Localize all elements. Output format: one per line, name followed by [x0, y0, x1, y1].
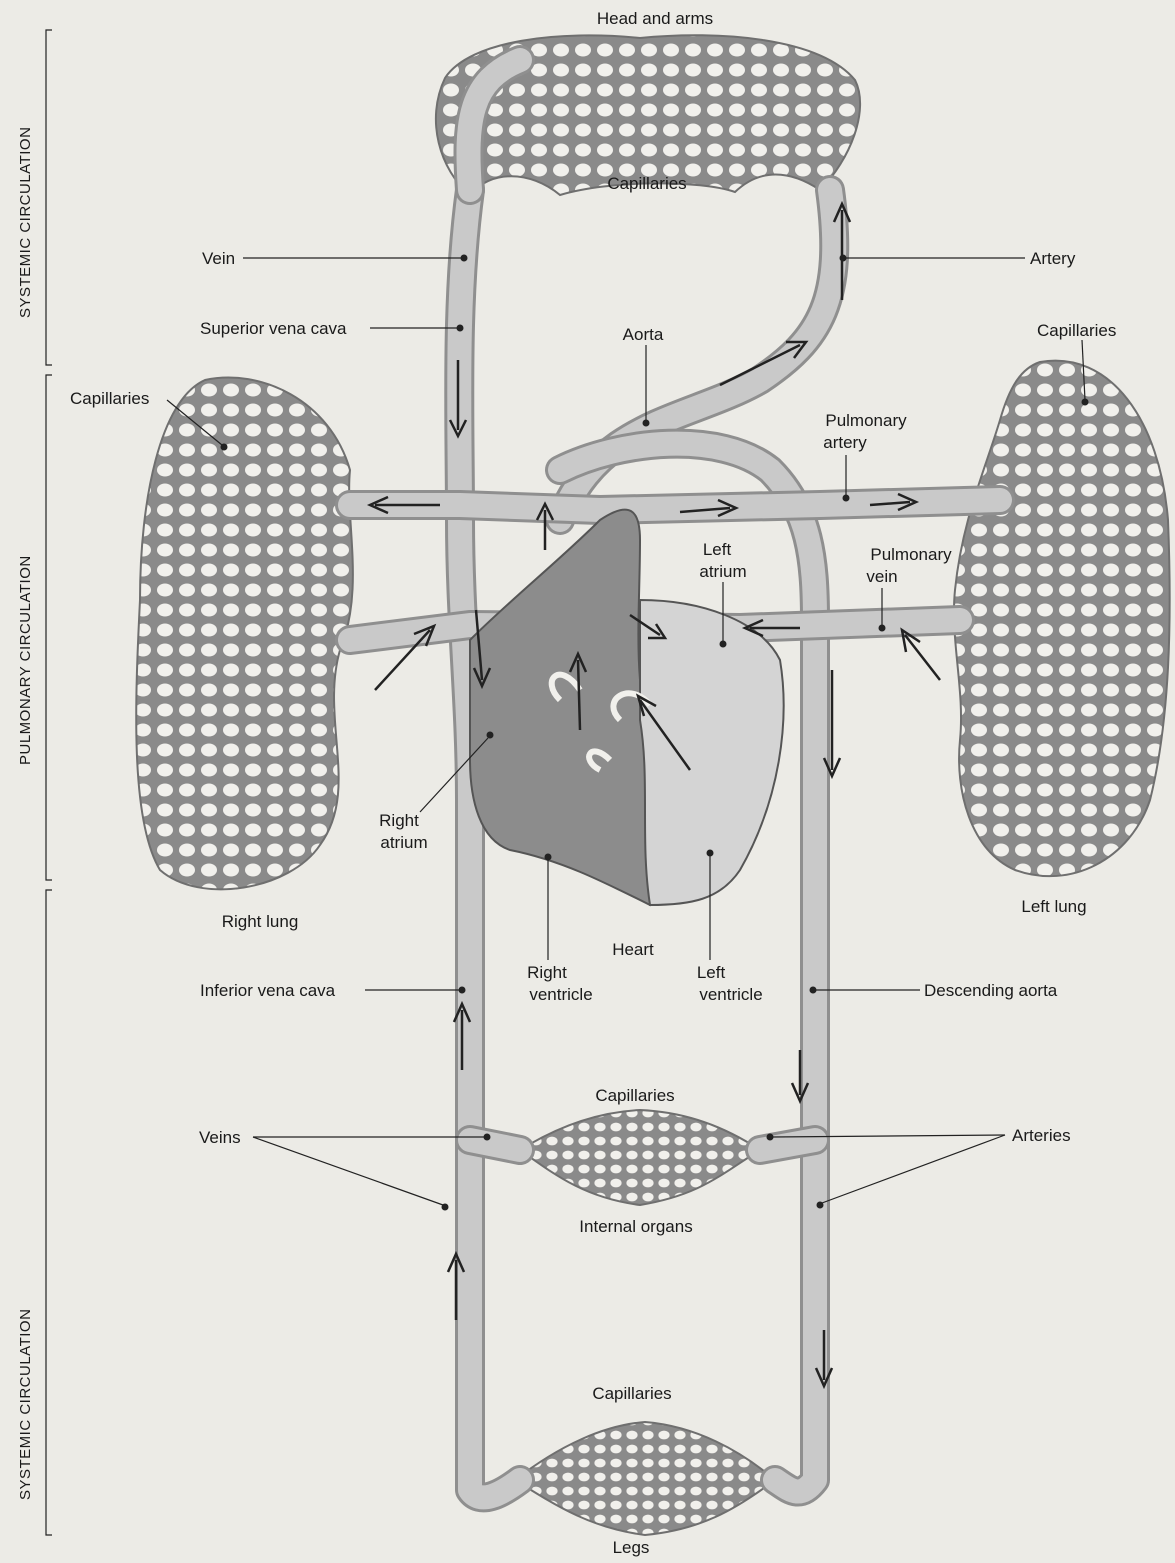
label-capillaries-legs: Capillaries: [592, 1384, 671, 1403]
label-capillaries-left-lung: Capillaries: [1037, 321, 1116, 340]
label-heart: Heart: [612, 940, 654, 959]
side-label-systemic-bottom: SYSTEMIC CIRCULATION: [17, 1309, 34, 1500]
label-capillaries-internal: Capillaries: [595, 1086, 674, 1105]
label-head-and-arms: Head and arms: [597, 9, 713, 28]
side-label-systemic-top: SYSTEMIC CIRCULATION: [17, 127, 34, 318]
label-veins: Veins: [199, 1128, 241, 1147]
side-brackets: [46, 30, 52, 1535]
label-pulmonary-artery-1: Pulmonary: [825, 411, 907, 430]
label-aorta: Aorta: [623, 325, 664, 344]
label-right-atrium-2: atrium: [380, 833, 427, 852]
right-heart: [470, 510, 669, 905]
right-lung-capillary-bed: [136, 378, 353, 890]
arrow-left-lung-out: [902, 630, 940, 680]
label-descending-aorta: Descending aorta: [924, 981, 1058, 1000]
side-label-pulmonary: PULMONARY CIRCULATION: [17, 555, 34, 765]
left-lung-capillary-bed: [954, 361, 1170, 877]
label-right-ventricle-1: Right: [527, 963, 567, 982]
label-right-lung: Right lung: [222, 912, 299, 931]
label-pulmonary-vein-1: Pulmonary: [870, 545, 952, 564]
label-left-lung: Left lung: [1021, 897, 1086, 916]
label-left-atrium-1: Left: [703, 540, 732, 559]
label-pulmonary-artery-2: artery: [823, 433, 867, 452]
label-capillaries-right-lung: Capillaries: [70, 389, 149, 408]
label-left-ventricle-2: ventricle: [699, 985, 762, 1004]
label-left-ventricle-1: Left: [697, 963, 726, 982]
label-internal-organs: Internal organs: [579, 1217, 692, 1236]
label-superior-vena-cava: Superior vena cava: [200, 319, 347, 338]
label-inferior-vena-cava: Inferior vena cava: [200, 981, 336, 1000]
label-vein: Vein: [202, 249, 235, 268]
label-legs: Legs: [613, 1538, 650, 1557]
label-right-atrium-1: Right: [379, 811, 419, 830]
legs-capillary-bed: [515, 1422, 775, 1535]
label-capillaries-top: Capillaries: [607, 174, 686, 193]
label-right-ventricle-2: ventricle: [529, 985, 592, 1004]
label-artery: Artery: [1030, 249, 1076, 268]
label-left-atrium-2: atrium: [699, 562, 746, 581]
label-pulmonary-vein-2: vein: [866, 567, 897, 586]
label-arteries: Arteries: [1012, 1126, 1071, 1145]
internal-organs-capillary-bed: [520, 1110, 760, 1205]
left-heart: [640, 600, 784, 905]
